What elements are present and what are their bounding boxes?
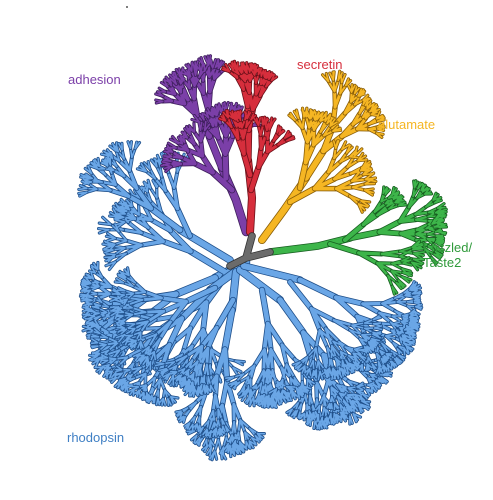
branch xyxy=(357,205,419,265)
rhodopsin-clade xyxy=(77,140,424,462)
branch xyxy=(297,277,339,300)
branch xyxy=(288,70,385,213)
branch xyxy=(382,179,448,295)
branch xyxy=(173,274,219,298)
label-adhesion: adhesion xyxy=(68,72,121,87)
frizzled-taste2-clade xyxy=(266,179,448,296)
stray-dot xyxy=(126,6,128,8)
branch xyxy=(347,229,382,241)
glutamate-clade xyxy=(257,69,386,245)
branch xyxy=(327,219,404,255)
branch xyxy=(287,279,365,319)
branch xyxy=(88,267,179,407)
branch xyxy=(277,297,307,336)
branch xyxy=(227,233,273,269)
branch xyxy=(222,307,235,353)
branch xyxy=(301,90,371,198)
label-secretin: secretin xyxy=(297,57,343,72)
branch xyxy=(294,79,379,205)
branch xyxy=(303,148,327,181)
branch xyxy=(95,156,179,193)
branch xyxy=(230,76,280,154)
branch xyxy=(236,87,270,170)
label-glutamate: glutamate xyxy=(378,117,436,132)
branch xyxy=(148,205,183,233)
branch xyxy=(214,297,236,384)
branch xyxy=(105,281,166,392)
tree-root xyxy=(226,232,274,270)
branch xyxy=(108,169,180,211)
branch xyxy=(236,266,284,304)
label-rhodopsin: rhodopsin xyxy=(67,430,125,445)
branch xyxy=(206,133,226,172)
branch xyxy=(287,124,345,205)
branch xyxy=(218,60,295,142)
label-frizzled-taste2: Frizzled/ Taste2 xyxy=(423,240,473,270)
branch xyxy=(245,127,252,163)
branch xyxy=(126,186,193,239)
branch xyxy=(241,263,303,283)
branch xyxy=(182,89,235,175)
branch xyxy=(380,186,440,288)
secretin-clade xyxy=(218,59,296,237)
branch xyxy=(292,280,423,381)
branch xyxy=(154,361,266,461)
